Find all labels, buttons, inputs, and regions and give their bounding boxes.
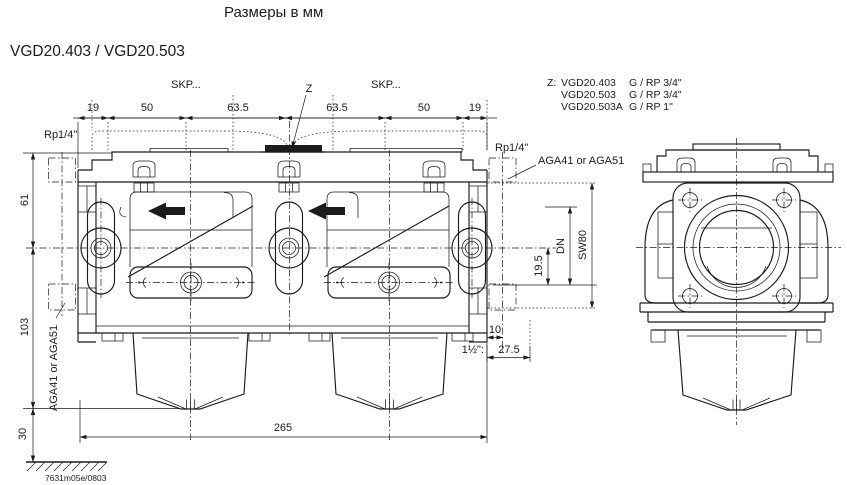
dim-27-5: 27.5 xyxy=(498,344,519,356)
actuator-housing xyxy=(132,332,448,410)
label-aga-left: AGA41 or AGA51 xyxy=(48,325,60,411)
label-rp14-right: Rp1/4" xyxy=(495,142,528,154)
dim-top-50-left: 50 xyxy=(141,102,153,114)
dimensions xyxy=(23,94,597,472)
spec-table: Z: VGD20.403 G / RP 3/4" VGD20.503 G / R… xyxy=(547,77,682,113)
dim-top-19-right: 19 xyxy=(469,102,481,114)
side-view xyxy=(636,138,841,425)
dim-right-sw80: SW80 xyxy=(577,230,589,260)
valve-body xyxy=(77,170,493,410)
dim-variant-prefix: 1½": xyxy=(462,344,484,356)
drawing-labels: SKP... SKP... Z 19 50 63.5 63.5 50 19 Rp… xyxy=(17,79,624,483)
dim-top-19-left: 19 xyxy=(87,102,99,114)
spec-thread-2: G / RP 3/4" xyxy=(629,89,682,101)
flange-bolt-holes xyxy=(678,188,796,308)
spec-model-3: VGD20.503A xyxy=(561,101,623,113)
spec-thread-1: G / RP 3/4" xyxy=(629,77,682,89)
side-actuator-housing xyxy=(677,329,797,411)
dim-overall-265: 265 xyxy=(274,422,292,434)
spec-model-2: VGD20.503 xyxy=(561,89,616,101)
bolt-top xyxy=(133,182,445,193)
dim-left-30: 30 xyxy=(17,428,29,440)
label-aga-right: AGA41 or AGA51 xyxy=(538,155,624,167)
center-lines xyxy=(26,121,556,440)
flow-arrow-icon xyxy=(148,202,185,220)
dim-left-61: 61 xyxy=(19,194,31,206)
dim-right-19-5: 19.5 xyxy=(533,255,545,276)
spec-z-prefix: Z: xyxy=(547,77,556,89)
units-title: Размеры в мм xyxy=(224,4,323,21)
dim-top-63-5-left: 63.5 xyxy=(227,102,248,114)
aga-leader-line xyxy=(55,164,537,319)
dim-left-103: 103 xyxy=(19,318,31,336)
z-leader-line xyxy=(291,94,307,149)
dim-10: 10 xyxy=(489,324,501,336)
dim-top-63-5-right: 63.5 xyxy=(326,102,347,114)
pressure-tap-left xyxy=(48,152,76,316)
model-title: VGD20.403 / VGD20.503 xyxy=(10,43,185,60)
z-connection-cap xyxy=(265,145,322,152)
spec-thread-3: G / RP 1" xyxy=(629,101,673,113)
label-skp-right: SKP... xyxy=(371,79,401,91)
valve-top-plate xyxy=(78,145,487,193)
label-z-ref: Z xyxy=(306,83,313,95)
front-view xyxy=(26,95,597,440)
label-rp14-left: Rp1/4" xyxy=(44,129,77,141)
pressure-tap-right xyxy=(487,152,597,352)
spec-model-1: VGD20.403 xyxy=(561,77,616,89)
flow-arrow-icon xyxy=(308,202,345,220)
mounting-ear xyxy=(101,332,474,342)
ground-symbol xyxy=(26,461,108,472)
doc-reference: 7631m05e/0803 xyxy=(45,473,107,483)
flange-boss xyxy=(77,185,488,315)
skp-actuator-outline xyxy=(91,95,488,150)
dim-right-dn: DN xyxy=(555,238,567,254)
label-skp-left: SKP... xyxy=(171,79,201,91)
dim-top-50-right: 50 xyxy=(418,102,430,114)
